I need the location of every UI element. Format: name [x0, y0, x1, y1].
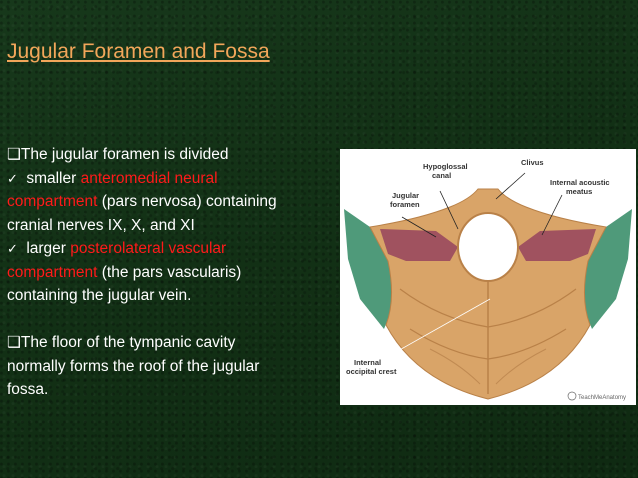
- bullet-item-2: ✓ larger posterolateral vascular: [7, 237, 347, 261]
- label-hypoglossal-2: canal: [432, 171, 451, 180]
- label-hypoglossal: Hypoglossal: [423, 162, 468, 171]
- checkbox-bullet-icon: ❑: [7, 334, 21, 351]
- slide-title: Jugular Foramen and Fossa: [7, 40, 270, 63]
- skull-base-illustration: Hypoglossal canal Clivus Jugular foramen…: [344, 158, 632, 401]
- label-iam: Internal acoustic: [550, 178, 610, 187]
- copyright-icon: [567, 391, 577, 401]
- foramen-magnum-shape: [457, 212, 519, 282]
- slide-body: ❑The jugular foramen is divided ✓ smalle…: [7, 143, 347, 402]
- label-iam-2: meatus: [566, 187, 592, 196]
- anatomy-figure: Hypoglossal canal Clivus Jugular foramen…: [340, 149, 636, 405]
- label-jugular-2: foramen: [390, 200, 420, 209]
- paragraph-1-line: ❑The jugular foramen is divided: [7, 146, 229, 163]
- label-foramen-magnum-2: Magnum: [477, 249, 508, 258]
- bullet-item-2-cont2: containing the jugular vein.: [7, 287, 192, 304]
- label-jugular: Jugular: [392, 191, 419, 200]
- checkbox-bullet-icon: ❑: [7, 146, 21, 163]
- watermark: TeachMeAnatomy: [578, 395, 626, 401]
- label-foramen-magnum: Foramen: [477, 240, 509, 249]
- paragraph-2-cont2: fossa.: [7, 381, 49, 398]
- left-petrous-region: [380, 229, 458, 261]
- left-green-region: [344, 209, 396, 329]
- bullet-item-1-cont: compartment (pars nervosa) containing: [7, 193, 277, 210]
- bullet-item-1: ✓ smaller anteromedial neural: [7, 167, 347, 191]
- right-green-region: [580, 209, 632, 329]
- right-petrous-region: [518, 229, 596, 261]
- checkmark-icon: ✓: [7, 241, 18, 256]
- bullet-item-2-cont: compartment (the pars vascularis): [7, 263, 242, 281]
- paragraph-2-cont: normally forms the roof of the jugular: [7, 357, 260, 375]
- label-internal-occipital: Internal: [354, 358, 381, 367]
- label-clivus: Clivus: [521, 158, 544, 167]
- paragraph-2-line: ❑The floor of the tympanic cavity: [7, 334, 236, 351]
- bullet-item-1-cont2: cranial nerves IX, X, and XI: [7, 216, 195, 234]
- checkmark-icon: ✓: [7, 170, 18, 186]
- label-internal-occipital-2: occipital crest: [346, 367, 397, 376]
